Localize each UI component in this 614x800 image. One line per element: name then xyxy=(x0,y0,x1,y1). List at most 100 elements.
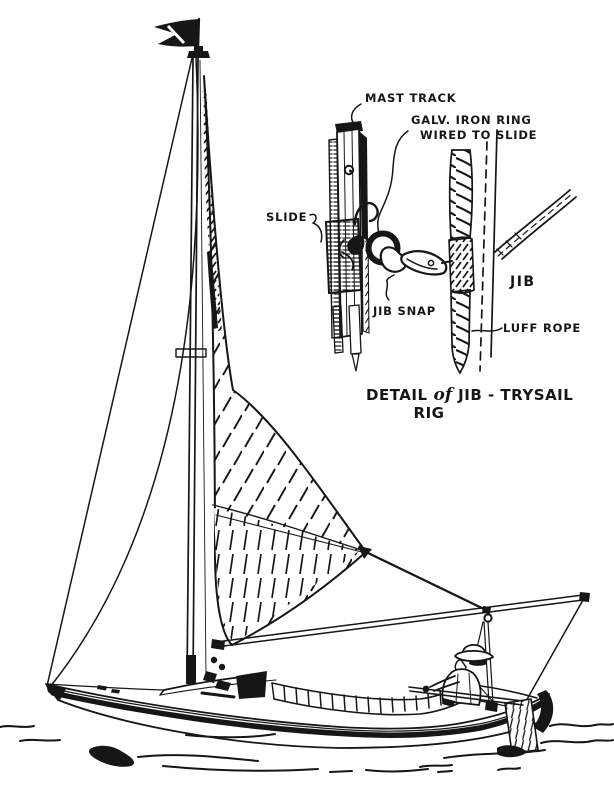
forestay xyxy=(46,57,193,687)
masthead-knob xyxy=(194,46,203,51)
jib-fold-dashed-line xyxy=(479,141,488,372)
track-bolt xyxy=(349,169,352,173)
flag-stripe xyxy=(166,24,186,45)
luff-rope-upper xyxy=(448,149,474,241)
wave-small xyxy=(419,764,521,771)
masthead-cap xyxy=(187,51,210,58)
bow-chock xyxy=(111,689,120,694)
trysail-sprit-line xyxy=(215,514,363,553)
mast-right-edge xyxy=(192,57,199,683)
boat-drawing xyxy=(0,17,614,773)
rope-serving xyxy=(448,236,475,294)
halyard xyxy=(199,59,207,677)
boom-and-sheets xyxy=(215,550,590,712)
caption-word-of: of xyxy=(434,385,455,405)
clew-patch xyxy=(358,546,372,559)
track-lower-rail-hatched xyxy=(332,305,344,354)
pin-rail-block xyxy=(215,680,231,691)
wave-right-2 xyxy=(540,739,614,744)
caption-word-jib-trysail: JIB - TRYSAIL xyxy=(457,386,573,404)
track-bolt-hole xyxy=(343,164,355,176)
coaming-top xyxy=(271,682,467,701)
waist-shadow xyxy=(442,698,455,707)
wave-mid-2 xyxy=(162,765,319,772)
inset-labels: MAST TRACK GALV. IRON RING WIRED TO SLID… xyxy=(266,91,581,335)
label-jib-snap: JIB SNAP xyxy=(372,304,436,318)
leader-galv-ring xyxy=(376,130,409,234)
bow-cleat xyxy=(97,685,107,691)
label-galv-ring-line1: GALV. IRON RING xyxy=(411,113,532,127)
jib-foot-seam-dashed xyxy=(497,192,574,257)
boom xyxy=(215,594,584,648)
water xyxy=(0,723,614,773)
detail-inset: MAST TRACK GALV. IRON RING WIRED TO SLID… xyxy=(266,91,581,422)
foredeck-edge xyxy=(47,683,165,691)
gooseneck xyxy=(211,639,225,650)
jib-foot-ticks xyxy=(496,232,522,256)
trysail-seam xyxy=(212,504,365,552)
track-side-hatch xyxy=(361,236,370,334)
wave-mid-1 xyxy=(137,754,259,762)
wire-seizing-blob xyxy=(347,235,365,255)
mast-foot xyxy=(186,655,196,684)
snap-gate-line xyxy=(406,258,438,270)
mast-cleat-2 xyxy=(218,663,226,671)
transom xyxy=(533,690,554,733)
hand-on-tiller xyxy=(422,685,430,693)
jib-luff-edge-line xyxy=(490,129,498,358)
trysail xyxy=(202,75,372,646)
inset-leaders xyxy=(309,103,503,332)
track-lower-rail xyxy=(348,304,362,355)
trysail-luff-shadow xyxy=(207,250,218,329)
rudder-hatch xyxy=(505,699,538,753)
coaming-end xyxy=(271,682,275,700)
cabin-front xyxy=(159,689,165,696)
track-rail-tip xyxy=(351,353,360,372)
pin-rail xyxy=(200,691,236,699)
hat-brim xyxy=(454,649,494,662)
trysail-cloth-hatch xyxy=(204,76,366,645)
wire-loops xyxy=(338,239,355,271)
sheet-block xyxy=(483,613,493,623)
sheet-junction-fitting xyxy=(482,606,491,614)
label-luff-rope: LUFF ROPE xyxy=(503,321,581,335)
companionway-opening xyxy=(236,671,267,699)
hull-seam xyxy=(48,687,548,732)
label-slide: SLIDE xyxy=(266,210,307,224)
label-mast-track: MAST TRACK xyxy=(365,91,457,105)
leader-jib-snap xyxy=(385,274,395,301)
clew-sheet xyxy=(364,550,488,612)
track-side-dark xyxy=(359,131,368,240)
wave-under-hull xyxy=(185,733,276,739)
leader-luff-rope xyxy=(471,327,503,332)
bow-stem xyxy=(46,684,66,700)
jib-foot-line-1 xyxy=(494,189,571,253)
wave-left-2 xyxy=(19,738,61,742)
slide-body xyxy=(324,217,363,295)
boom-tip xyxy=(579,592,590,602)
caption-line2: RIG xyxy=(414,404,445,422)
mast-left-edge xyxy=(186,57,194,683)
wave-under-stern xyxy=(443,749,546,759)
jib-foot-line-2 xyxy=(501,196,577,260)
inset-jib-cloth xyxy=(479,129,577,372)
wave-far-left xyxy=(0,725,35,728)
rigging xyxy=(46,57,207,688)
wave-right-1 xyxy=(549,723,614,728)
inset-mast-track xyxy=(324,121,379,372)
label-jib: JIB xyxy=(509,274,536,290)
backstay xyxy=(520,599,584,711)
inset-jib-snap xyxy=(379,246,453,276)
caption-word-detail: DETAIL xyxy=(366,386,428,404)
snap-screw xyxy=(427,259,435,267)
hair-shadow xyxy=(469,658,487,666)
boot-top-band xyxy=(50,690,549,738)
snap-body xyxy=(400,250,448,276)
bow-wave-splash xyxy=(89,745,135,767)
slide-bail xyxy=(353,201,379,226)
luff-rope-lower xyxy=(450,289,471,375)
